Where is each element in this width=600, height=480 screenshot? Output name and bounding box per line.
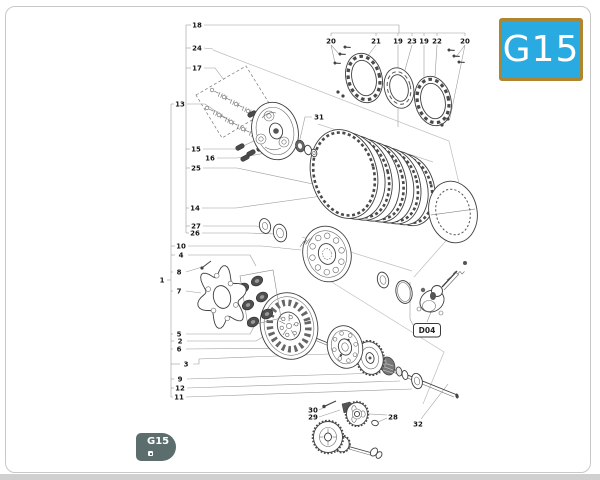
callout-13: 13 [175, 100, 185, 108]
idler-gear [311, 419, 351, 455]
hub-washer [376, 271, 390, 289]
section-badge-label: G15 [502, 29, 580, 70]
o-ring [395, 280, 413, 304]
callout-26: 26 [190, 229, 200, 237]
callout-20: 20 [460, 37, 470, 45]
footer-section-tab[interactable]: G15 [136, 433, 176, 461]
clutch-plate-stack [309, 129, 436, 227]
callout-2: 2 [178, 337, 183, 345]
callout-20: 20 [326, 37, 336, 45]
flexible-star-plate [197, 265, 247, 329]
release-bearing [295, 139, 318, 158]
idler-shaft [346, 445, 383, 459]
primary-shaft-group [311, 325, 459, 399]
callout-1: 1 [160, 276, 165, 284]
plate-screws [332, 42, 466, 127]
footer-section-label: G15 [147, 436, 170, 447]
callout-19: 19 [393, 37, 403, 45]
callout-32: 32 [413, 420, 423, 428]
callout-27: 27 [191, 222, 201, 230]
callout-4: 4 [179, 251, 184, 259]
ref-box-d04[interactable]: D04 [413, 323, 441, 338]
callout-19: 19 [419, 37, 429, 45]
primary-gear [354, 339, 386, 377]
top-pressure-plates [332, 42, 466, 127]
callout-24: 24 [192, 44, 202, 52]
callout-7: 7 [177, 287, 182, 295]
slave-cylinder [395, 261, 467, 316]
callout-29: 29 [308, 413, 318, 421]
window-edge-strip [0, 474, 600, 480]
pressure-plate [251, 101, 299, 161]
callout-14: 14 [190, 204, 200, 212]
spring-washer-23 [383, 67, 415, 109]
callout-18: 18 [192, 21, 202, 29]
callout-10: 10 [176, 242, 186, 250]
callout-12: 12 [175, 384, 185, 392]
callout-30: 30 [308, 406, 318, 414]
callout-28: 28 [388, 413, 398, 421]
callout-16: 16 [205, 154, 215, 162]
pressure-ring-21 [345, 52, 383, 104]
callout-31: 31 [314, 113, 324, 121]
callout-3: 3 [184, 360, 189, 368]
diagram-frame [5, 6, 591, 473]
callout-6: 6 [177, 345, 182, 353]
drive-flange [326, 325, 364, 369]
section-badge: G15 [499, 18, 583, 81]
callout-5: 5 [177, 330, 182, 338]
damper-set [200, 260, 282, 330]
plate-bolt [202, 260, 212, 268]
callout-11: 11 [174, 393, 184, 401]
callout-21: 21 [371, 37, 381, 45]
callout-17: 17 [192, 64, 202, 72]
engine-icon [148, 451, 153, 456]
oil-pump-gears [311, 400, 383, 459]
callout-22: 22 [432, 37, 442, 45]
spring-kit-box [195, 65, 273, 139]
thrust-washers [258, 218, 288, 243]
callout-15: 15 [191, 145, 201, 153]
callout-8: 8 [177, 268, 182, 276]
hub-splines [299, 237, 313, 248]
steel-disc [428, 180, 478, 244]
pressure-ring-22 [414, 75, 452, 127]
callout-25: 25 [191, 164, 201, 172]
callout-9: 9 [178, 375, 183, 383]
ref-box-label: D04 [419, 326, 436, 335]
pump-drive-gear [344, 400, 370, 428]
callout-23: 23 [407, 37, 417, 45]
clutch-hub [302, 225, 352, 283]
clutch-basket [259, 292, 319, 360]
